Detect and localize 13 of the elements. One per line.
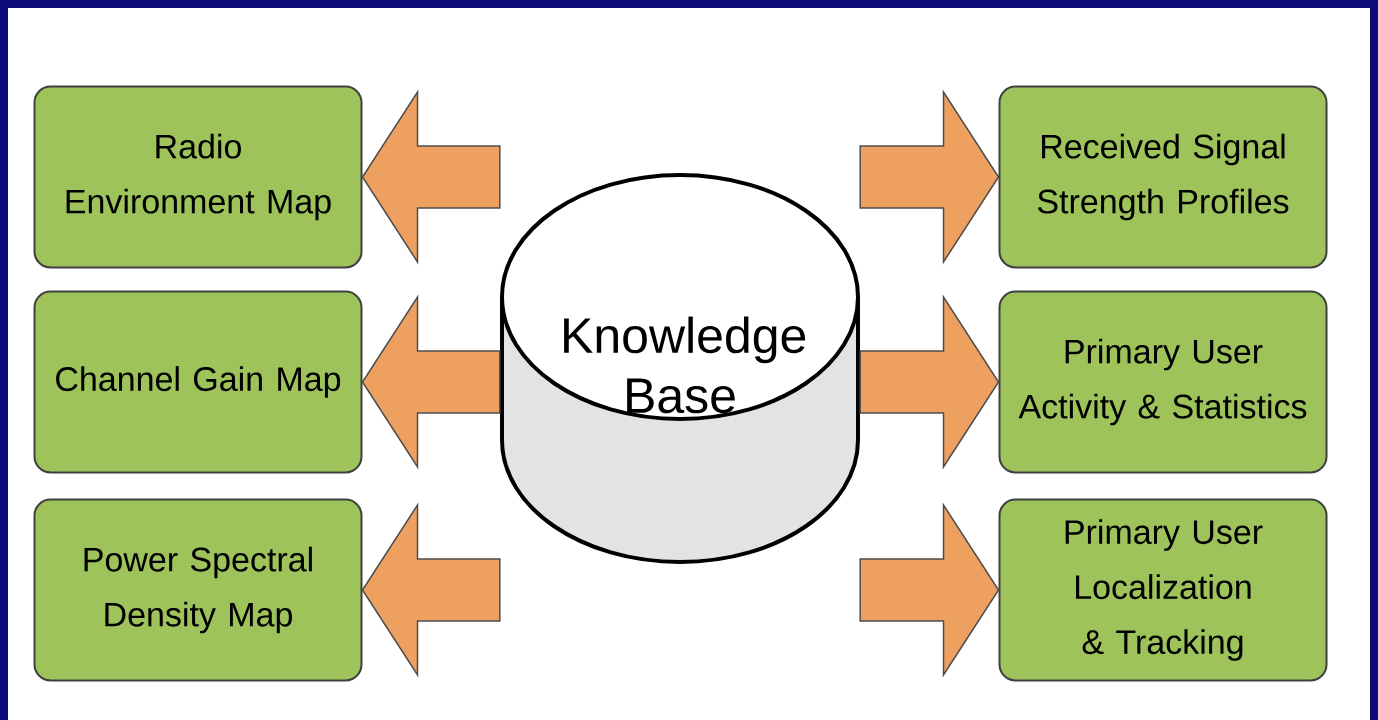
process-box: Primary User Activity & Statistics: [998, 290, 1328, 474]
block-arrow: [361, 294, 501, 470]
block-arrow: [859, 502, 1000, 678]
process-box: Primary User Localization & Tracking: [998, 498, 1328, 682]
block-arrow: [859, 294, 1000, 470]
process-box: Power Spectral Density Map: [33, 498, 363, 682]
database-cylinder: Knowledge Base: [500, 173, 860, 564]
process-box: Radio Environment Map: [33, 85, 363, 269]
block-arrow: [361, 89, 501, 265]
process-box: Channel Gain Map: [33, 290, 363, 474]
block-arrow: [361, 502, 501, 678]
process-box: Received Signal Strength Profiles: [998, 85, 1328, 269]
block-arrow: [859, 89, 1000, 265]
